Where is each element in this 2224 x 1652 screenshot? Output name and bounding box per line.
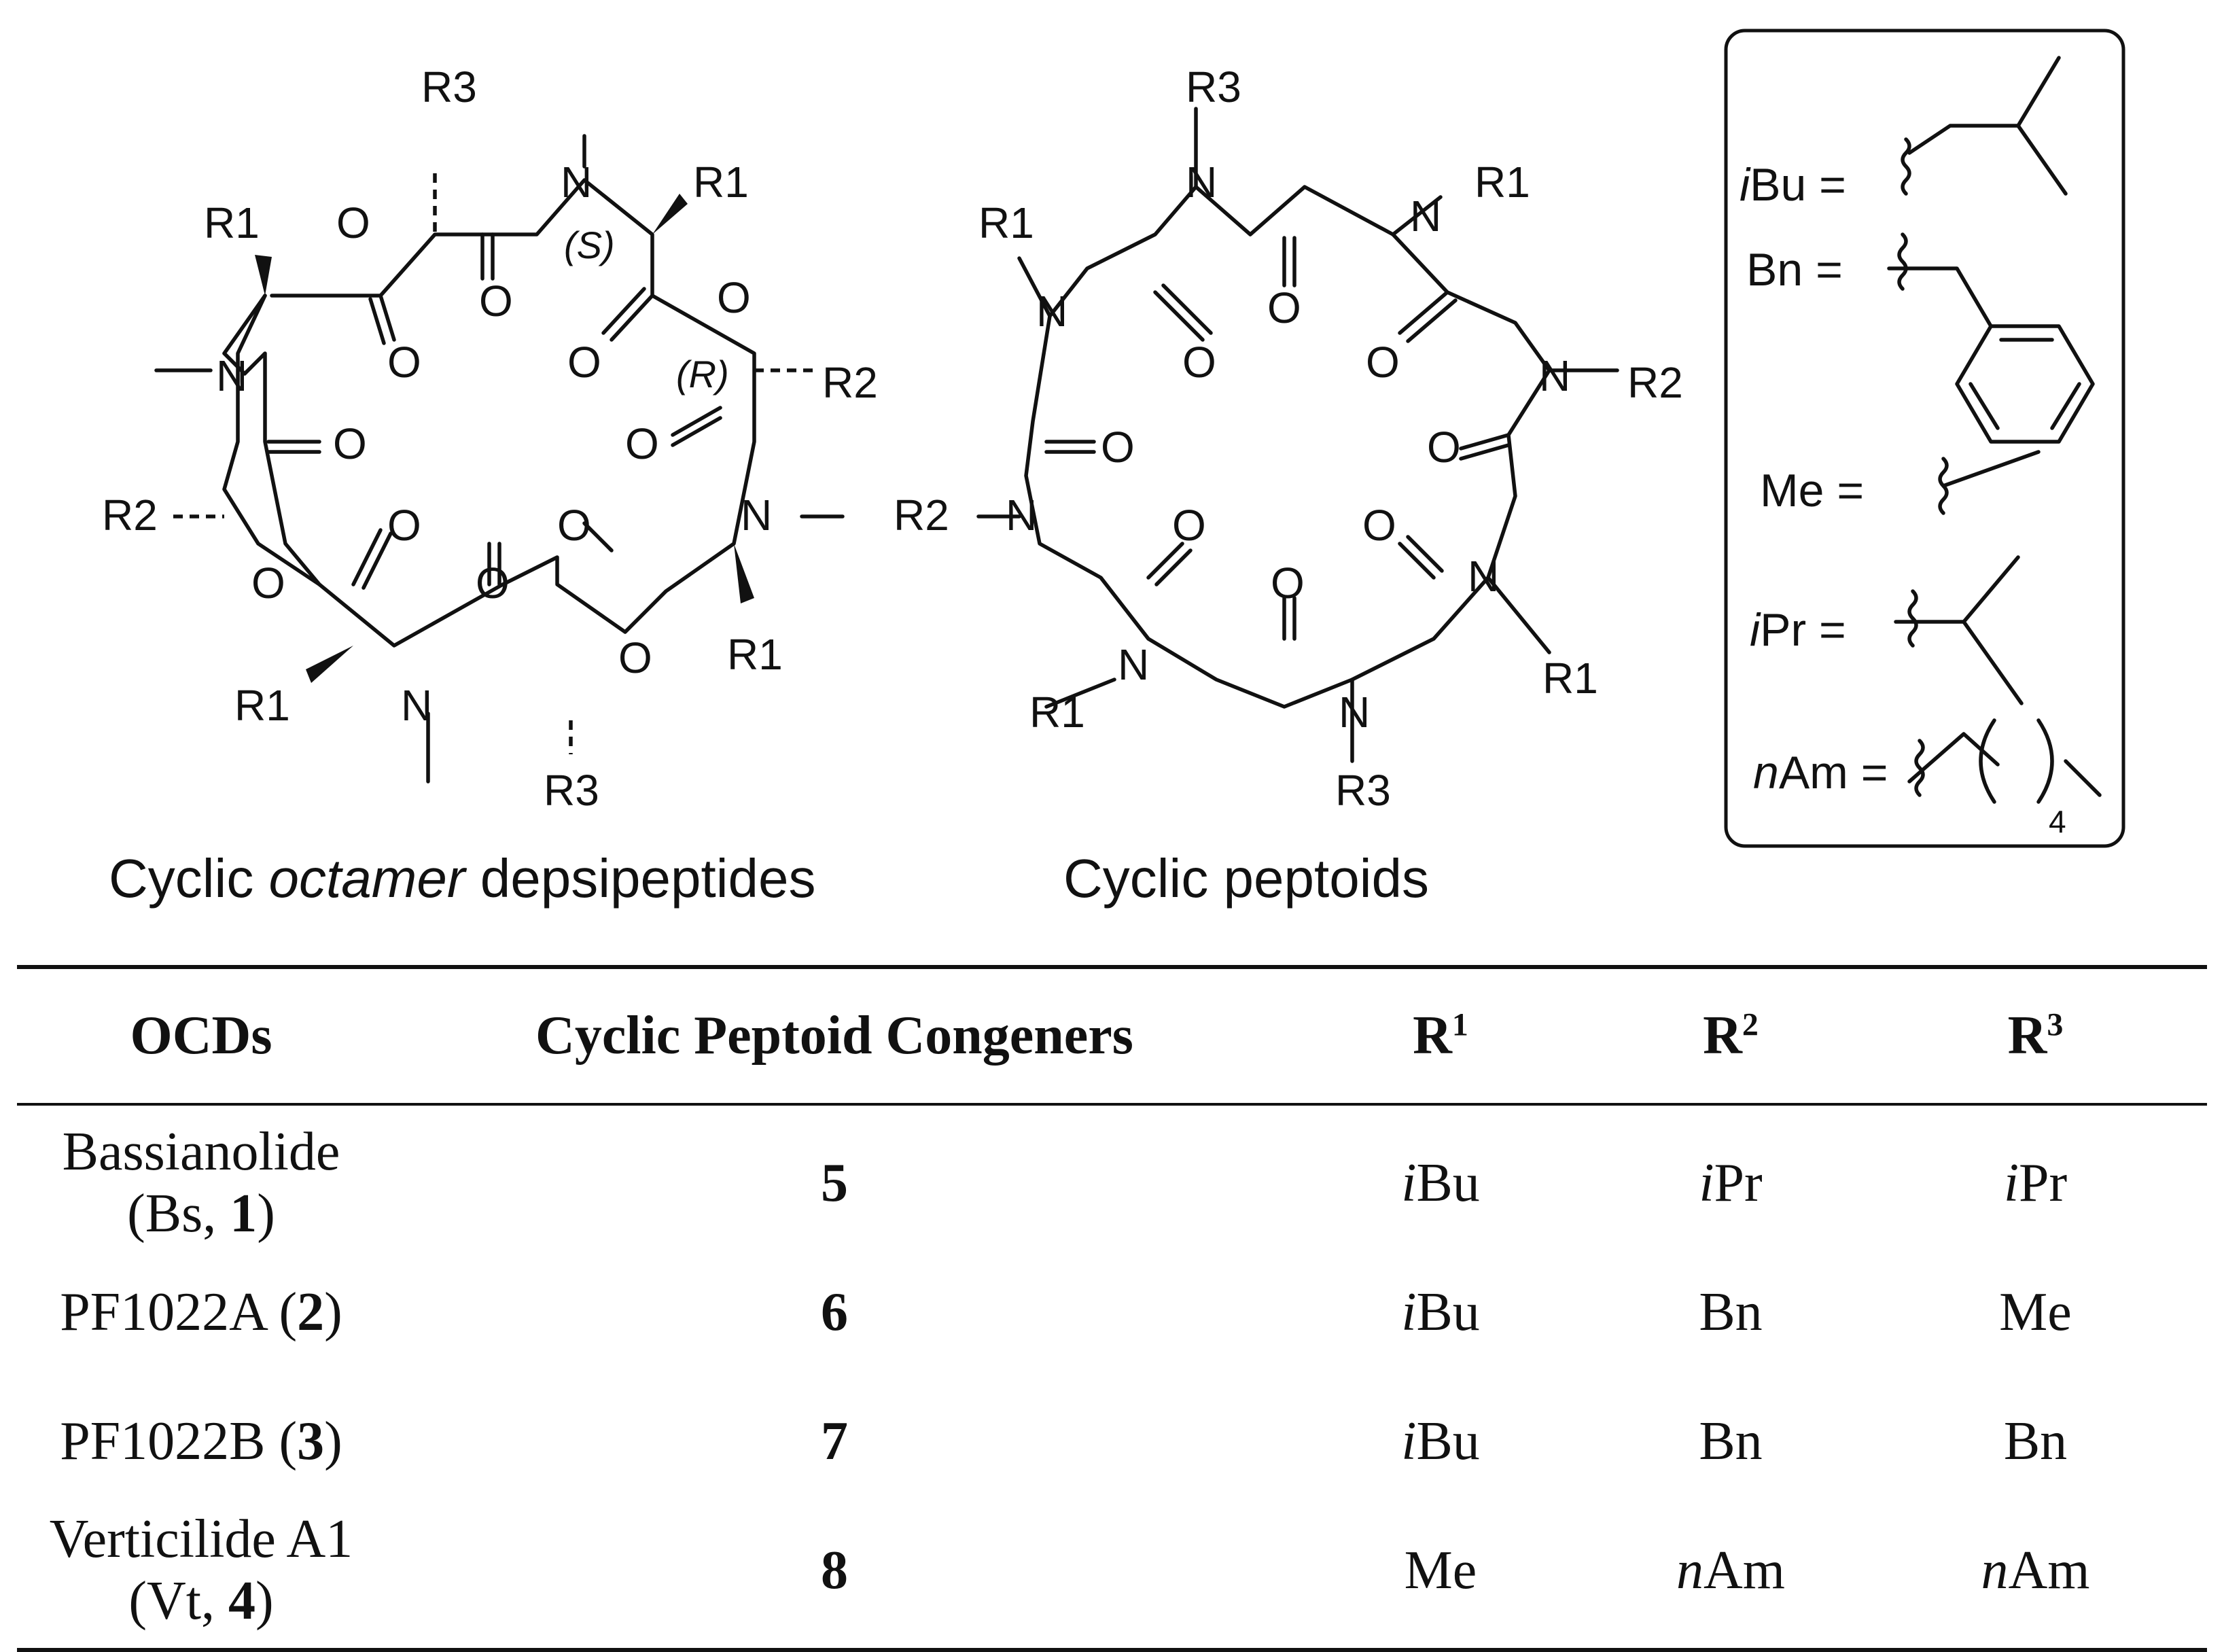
r2-cell: Bn [1699,1282,1763,1342]
svg-text:Me =: Me = [1760,465,1864,516]
congener-cell: 8 [385,1506,1284,1652]
svg-text:R3: R3 [1186,63,1241,111]
peptoid-caption: Cyclic peptoids [1063,848,1429,909]
svg-text:N: N [401,681,432,730]
table-header-row: OCDs Cyclic Peptoid Congeners R1 R2 R3 [17,965,2207,1106]
svg-text:R1: R1 [234,681,290,730]
r3-cell: Bn [2003,1411,2068,1471]
svg-text:N: N [1118,640,1149,689]
svg-text:O: O [1362,501,1396,550]
svg-text:O: O [1271,559,1305,608]
ocd-table: OCDs Cyclic Peptoid Congeners R1 R2 R3 B… [17,965,2207,1652]
svg-text:O: O [251,559,285,608]
r3-cell: Me [1999,1282,2072,1342]
svg-text:Bn =: Bn = [1746,244,1843,296]
peptoid-structure: R3 N R1 N R1 N O O O N R2 O O R2 N O O O… [894,63,1683,909]
svg-text:R1: R1 [1475,158,1530,207]
table-row: Bassianolide (Bs, 1) 5 iBu iPr iPr [17,1104,2207,1248]
header-ocds: OCDs [17,965,385,1106]
svg-text:N: N [1339,688,1370,737]
svg-text:R2: R2 [894,491,949,540]
svg-text:O: O [479,277,513,326]
svg-text:N: N [1036,287,1067,336]
svg-text:O: O [387,501,421,550]
header-r3: R3 [1864,965,2207,1106]
svg-text:N: N [1410,192,1441,241]
svg-text:O: O [1366,338,1400,387]
substituent-legend: iBu = Bn = Me = iPr = nAm = 4 [1724,29,2125,848]
svg-text:O: O [336,198,370,247]
depsipeptide-structure: R3 N R1 R1 O (S) O O N O O (R) R2 O O R2… [102,63,878,909]
depsipeptide-caption: Cyclic octamer depsipeptides [109,848,815,909]
svg-text:R2: R2 [1627,358,1683,407]
ocd-cell: Verticilide A1 (Vt, 4) [17,1506,385,1652]
structures-figure: R3 N R1 R1 O (S) O O N O O (R) R2 O O R2… [102,29,2125,909]
svg-text:R1: R1 [727,630,783,679]
ocd-cell: Bassianolide (Bs, 1) [62,1122,340,1244]
svg-text:O: O [557,501,591,550]
r1-cell: iBu [1401,1153,1480,1213]
header-r2: R2 [1598,965,1864,1106]
svg-text:N: N [1539,351,1570,400]
svg-text:N: N [741,491,772,540]
r2-cell: Bn [1699,1411,1763,1471]
svg-text:N: N [561,158,592,207]
r1-cell: iBu [1401,1282,1480,1342]
congener-cell: 6 [821,1282,848,1342]
svg-text:O: O [567,338,601,387]
svg-text:O: O [618,633,652,682]
svg-text:N: N [1006,491,1037,540]
svg-text:R1: R1 [978,198,1034,247]
table-row: Verticilide A1 (Vt, 4) 8 Me nAm nAm [17,1506,2207,1652]
r2-cell: iPr [1699,1153,1763,1213]
table-row: PF1022B (3) 7 iBu Bn Bn [17,1377,2207,1506]
svg-text:(R): (R) [676,353,729,396]
svg-text:O: O [1267,283,1301,332]
congener-cell: 5 [821,1153,848,1213]
svg-text:O: O [1101,423,1135,472]
svg-text:R2: R2 [822,358,878,407]
r3-cell: iPr [2003,1153,2068,1213]
svg-text:N: N [216,351,247,400]
table-row: PF1022A (2) 6 iBu Bn Me [17,1248,2207,1377]
svg-text:O: O [1182,338,1216,387]
svg-text:(S): (S) [564,224,615,266]
svg-text:O: O [1172,501,1206,550]
svg-text:O: O [717,273,751,322]
svg-text:N: N [1186,158,1217,207]
svg-text:iBu =: iBu = [1740,159,1846,211]
svg-text:R1: R1 [1029,688,1085,737]
svg-text:O: O [625,419,659,468]
svg-text:O: O [1427,423,1461,472]
r1-cell: Me [1284,1506,1598,1652]
svg-text:nAm =: nAm = [1753,747,1888,798]
svg-text:R3: R3 [421,63,477,111]
ocd-cell: PF1022B (3) [60,1411,342,1471]
svg-text:4: 4 [2049,804,2066,839]
svg-text:R1: R1 [1542,654,1598,703]
header-r1: R1 [1284,965,1598,1106]
svg-text:R1: R1 [693,158,749,207]
svg-text:R1: R1 [204,198,260,247]
svg-text:R2: R2 [102,491,158,540]
r2-cell: nAm [1598,1506,1864,1652]
svg-text:R3: R3 [544,766,599,815]
ocd-cell: PF1022A (2) [60,1282,342,1342]
header-congeners: Cyclic Peptoid Congeners [385,965,1284,1106]
congener-cell: 7 [821,1411,848,1471]
svg-text:O: O [476,559,510,608]
svg-text:R3: R3 [1335,766,1391,815]
r3-cell: nAm [1864,1506,2207,1652]
svg-text:iPr =: iPr = [1750,604,1846,656]
r1-cell: iBu [1401,1411,1480,1471]
svg-text:N: N [1468,552,1499,601]
svg-text:O: O [387,338,421,387]
svg-text:O: O [333,419,367,468]
